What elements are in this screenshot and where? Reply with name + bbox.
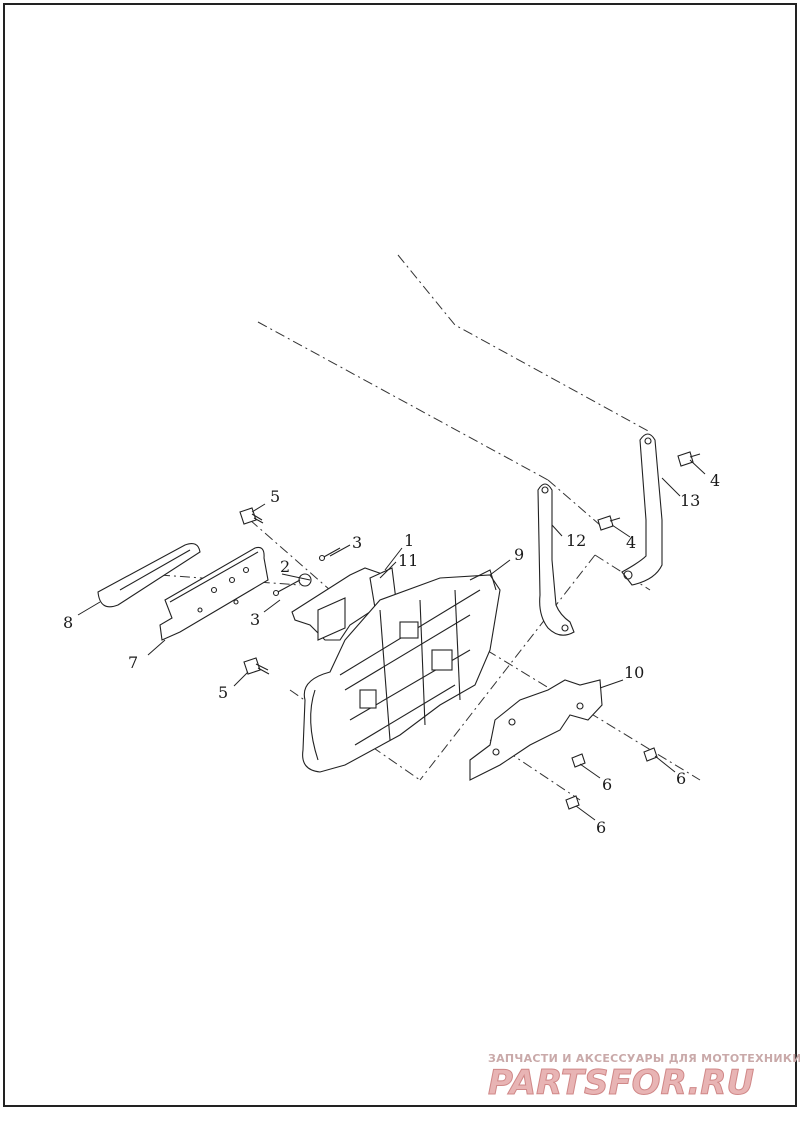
callout-5: 5 [218, 683, 228, 702]
part-5-screw-upper [239, 507, 264, 525]
part-3-pins [272, 547, 341, 597]
callout-11: 11 [398, 551, 418, 570]
part-5-screw-lower [243, 657, 270, 675]
part-7-bracket [159, 546, 269, 641]
watermark: ЗАПЧАСТИ И АКСЕССУАРЫ ДЛЯ МОТОТЕХНИКИ PA… [488, 1052, 800, 1104]
callout-1: 1 [404, 531, 414, 550]
part-9-backrest [302, 569, 501, 773]
callout-4: 4 [710, 471, 720, 490]
callout-10: 10 [624, 663, 644, 682]
part-11-hinge [291, 567, 397, 641]
callout-12: 12 [566, 531, 586, 550]
watermark-logo: PARTSFOR.RU [488, 1063, 754, 1103]
callout-5: 5 [270, 487, 280, 506]
part-13-strap [621, 433, 663, 586]
callout-4: 4 [626, 533, 636, 552]
assembly-lines [159, 254, 701, 801]
callout-6: 6 [596, 818, 606, 837]
callout-7: 7 [128, 653, 138, 672]
callout-6: 6 [676, 769, 686, 788]
leader-lines [77, 459, 706, 821]
callout-2: 2 [280, 557, 290, 576]
page-border [3, 3, 797, 1107]
callout-3: 3 [352, 533, 362, 552]
callouts: 1 11 2 3 3 4 4 5 5 6 6 6 7 8 9 10 12 13 [63, 471, 720, 837]
watermark-tagline: ЗАПЧАСТИ И АКСЕССУАРЫ ДЛЯ МОТОТЕХНИКИ [488, 1052, 800, 1065]
callout-9: 9 [514, 545, 524, 564]
part-12-strap [537, 483, 575, 636]
part-6-screws [565, 747, 658, 810]
callout-3: 3 [250, 610, 260, 629]
callout-8: 8 [63, 613, 73, 632]
part-10-plate [469, 679, 603, 781]
callout-13: 13 [680, 491, 700, 510]
callout-6: 6 [602, 775, 612, 794]
part-8-grip [97, 543, 201, 608]
